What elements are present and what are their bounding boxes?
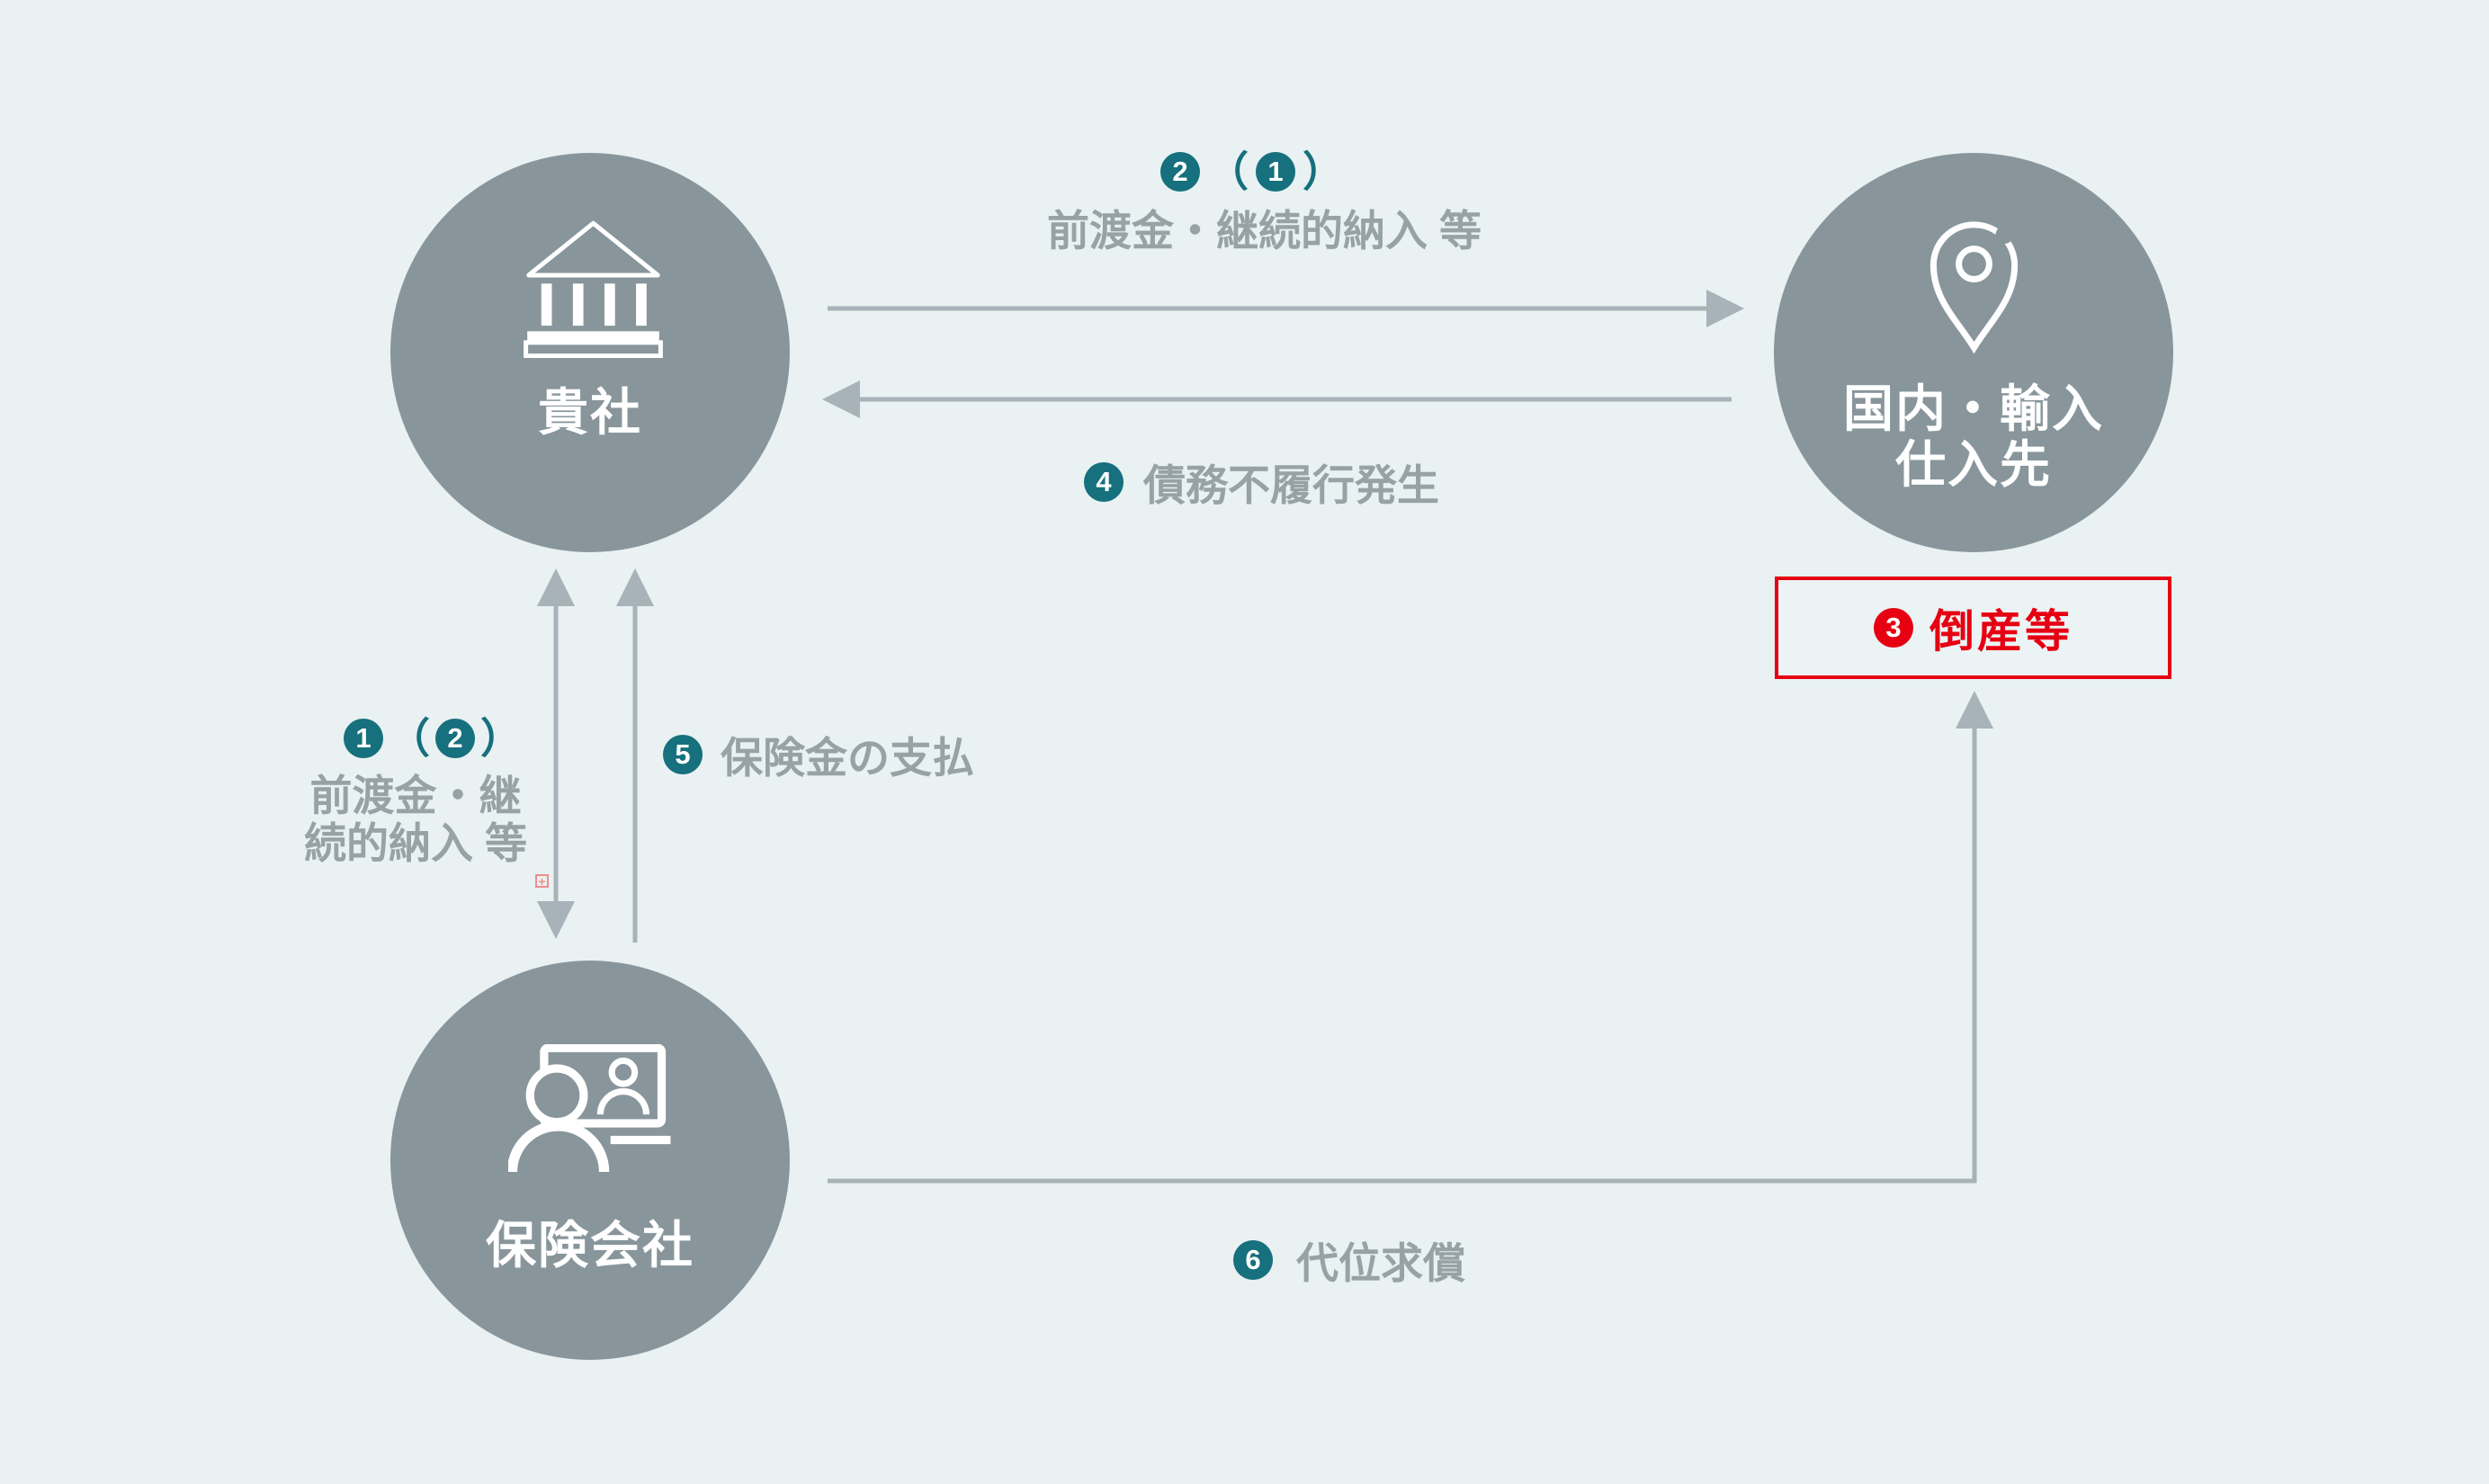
- node-insurer-label: 保険会社: [486, 1217, 694, 1274]
- arrowhead-subrogation-up: [1956, 691, 1993, 729]
- step-advance-alt-label-line2: 続的納入 等: [303, 819, 528, 867]
- node-supplier-label-line2: 仕入先: [1895, 436, 2052, 493]
- bankruptcy-alert-box: 3 倒産等: [1775, 577, 2171, 679]
- node-your-company: 貴社: [390, 153, 790, 552]
- step-badge-6: 6: [1233, 1239, 1273, 1280]
- step-badge-1: 1: [344, 719, 383, 758]
- step-badge-5: 5: [663, 734, 703, 774]
- step-badge-1-alt: 1: [1256, 152, 1295, 192]
- anchor-plus-mark: +: [535, 874, 549, 888]
- node-supplier-label-line1: 国内・輸入: [1843, 380, 2104, 437]
- step-default-occurrence: 4 債務不履行発生: [1084, 451, 1439, 513]
- node-insurer: 保険会社: [390, 961, 790, 1360]
- step-subrogation: 6 代位求償: [1233, 1229, 1465, 1291]
- paren-open: （: [389, 715, 430, 762]
- arrowhead-advance-alt-down: [537, 901, 575, 939]
- step-advance-alt-label: 前渡金・継 続的納入 等: [281, 772, 551, 867]
- step-advance-alt-label-line1: 前渡金・継: [309, 772, 522, 819]
- arrowhead-advance-alt-up: [537, 568, 575, 606]
- step-claim-payment-label: 保険金の支払: [721, 734, 974, 782]
- paren-close: ）: [480, 715, 522, 762]
- node-your-company-label: 貴社: [538, 384, 642, 441]
- paren-close: ）: [1303, 148, 1344, 195]
- map-pin-icon: [1929, 221, 2019, 354]
- step-badge-2: 2: [1160, 152, 1200, 192]
- step-advance-to-supplier-badges: 2 （ 1 ）: [1160, 148, 1344, 195]
- arrowhead-to-supplier: [1706, 290, 1744, 327]
- node-supplier: 国内・輸入 仕入先: [1774, 153, 2173, 552]
- arrowhead-to-your-company: [822, 380, 860, 418]
- step-badge-4: 4: [1084, 461, 1124, 502]
- step-subrogation-label: 代位求償: [1296, 1239, 1465, 1287]
- step-bankruptcy-label: 倒産等: [1929, 606, 2073, 657]
- step-advance-to-supplier-label: 前渡金・継続的納入 等: [1047, 207, 1482, 255]
- paren-open: （: [1207, 148, 1249, 195]
- node-supplier-label: 国内・輸入 仕入先: [1774, 381, 2173, 493]
- bank-icon: [524, 220, 663, 358]
- arrow-line-subrogation: [828, 725, 1977, 1184]
- step-badge-2-alt: 2: [435, 719, 475, 758]
- step-advance-alt-badges: 1 （ 2 ）: [344, 715, 522, 762]
- step-claim-payment: 5 保険金の支払: [663, 723, 974, 785]
- insurance-agent-icon: [508, 1044, 671, 1172]
- step-default-occurrence-label: 債務不履行発生: [1143, 461, 1439, 509]
- step-badge-3: 3: [1874, 608, 1913, 648]
- arrowhead-claim-payment-up: [616, 568, 654, 606]
